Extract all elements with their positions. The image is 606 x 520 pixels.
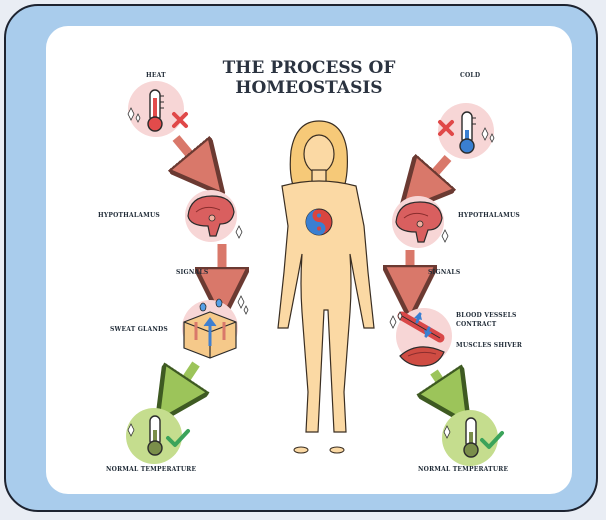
label-cold: COLD (460, 72, 480, 79)
label-contract: CONTRACT (456, 321, 496, 328)
thermometer-normal-icon (464, 418, 478, 457)
diagram-card: THE PROCESS OF HOMEOSTASIS (46, 26, 572, 494)
label-signals-left: SIGNALS (176, 269, 208, 276)
outer-frame: THE PROCESS OF HOMEOSTASIS (4, 4, 598, 512)
label-normal-temp-left: NORMAL TEMPERATURE (106, 466, 196, 473)
label-muscles-shiver: MUSCLES SHIVER (456, 342, 522, 349)
thermometer-normal-icon (148, 416, 162, 455)
sparkle-icon (238, 296, 248, 314)
label-sweat-glands: SWEAT GLANDS (110, 326, 168, 333)
label-hypothalamus-left: HYPOTHALAMUS (98, 212, 160, 219)
arrow-cold-to-brain (418, 158, 448, 192)
label-heat: HEAT (146, 72, 166, 79)
diagram-artwork (46, 26, 572, 494)
label-hypothalamus-right: HYPOTHALAMUS (458, 212, 520, 219)
arrow-sweat-to-normal (172, 364, 196, 400)
label-normal-temp-right: NORMAL TEMPERATURE (418, 466, 508, 473)
label-blood-vessels: BLOOD VESSELS (456, 312, 517, 319)
label-signals-right: SIGNALS (428, 269, 460, 276)
sparkle-icon (236, 226, 242, 238)
arrow-vessels-to-normal (434, 372, 454, 402)
human-body-figure (278, 121, 374, 453)
yin-yang-icon (306, 209, 332, 235)
sparkle-icon (442, 230, 448, 242)
arrow-heat-to-brain (176, 138, 206, 174)
